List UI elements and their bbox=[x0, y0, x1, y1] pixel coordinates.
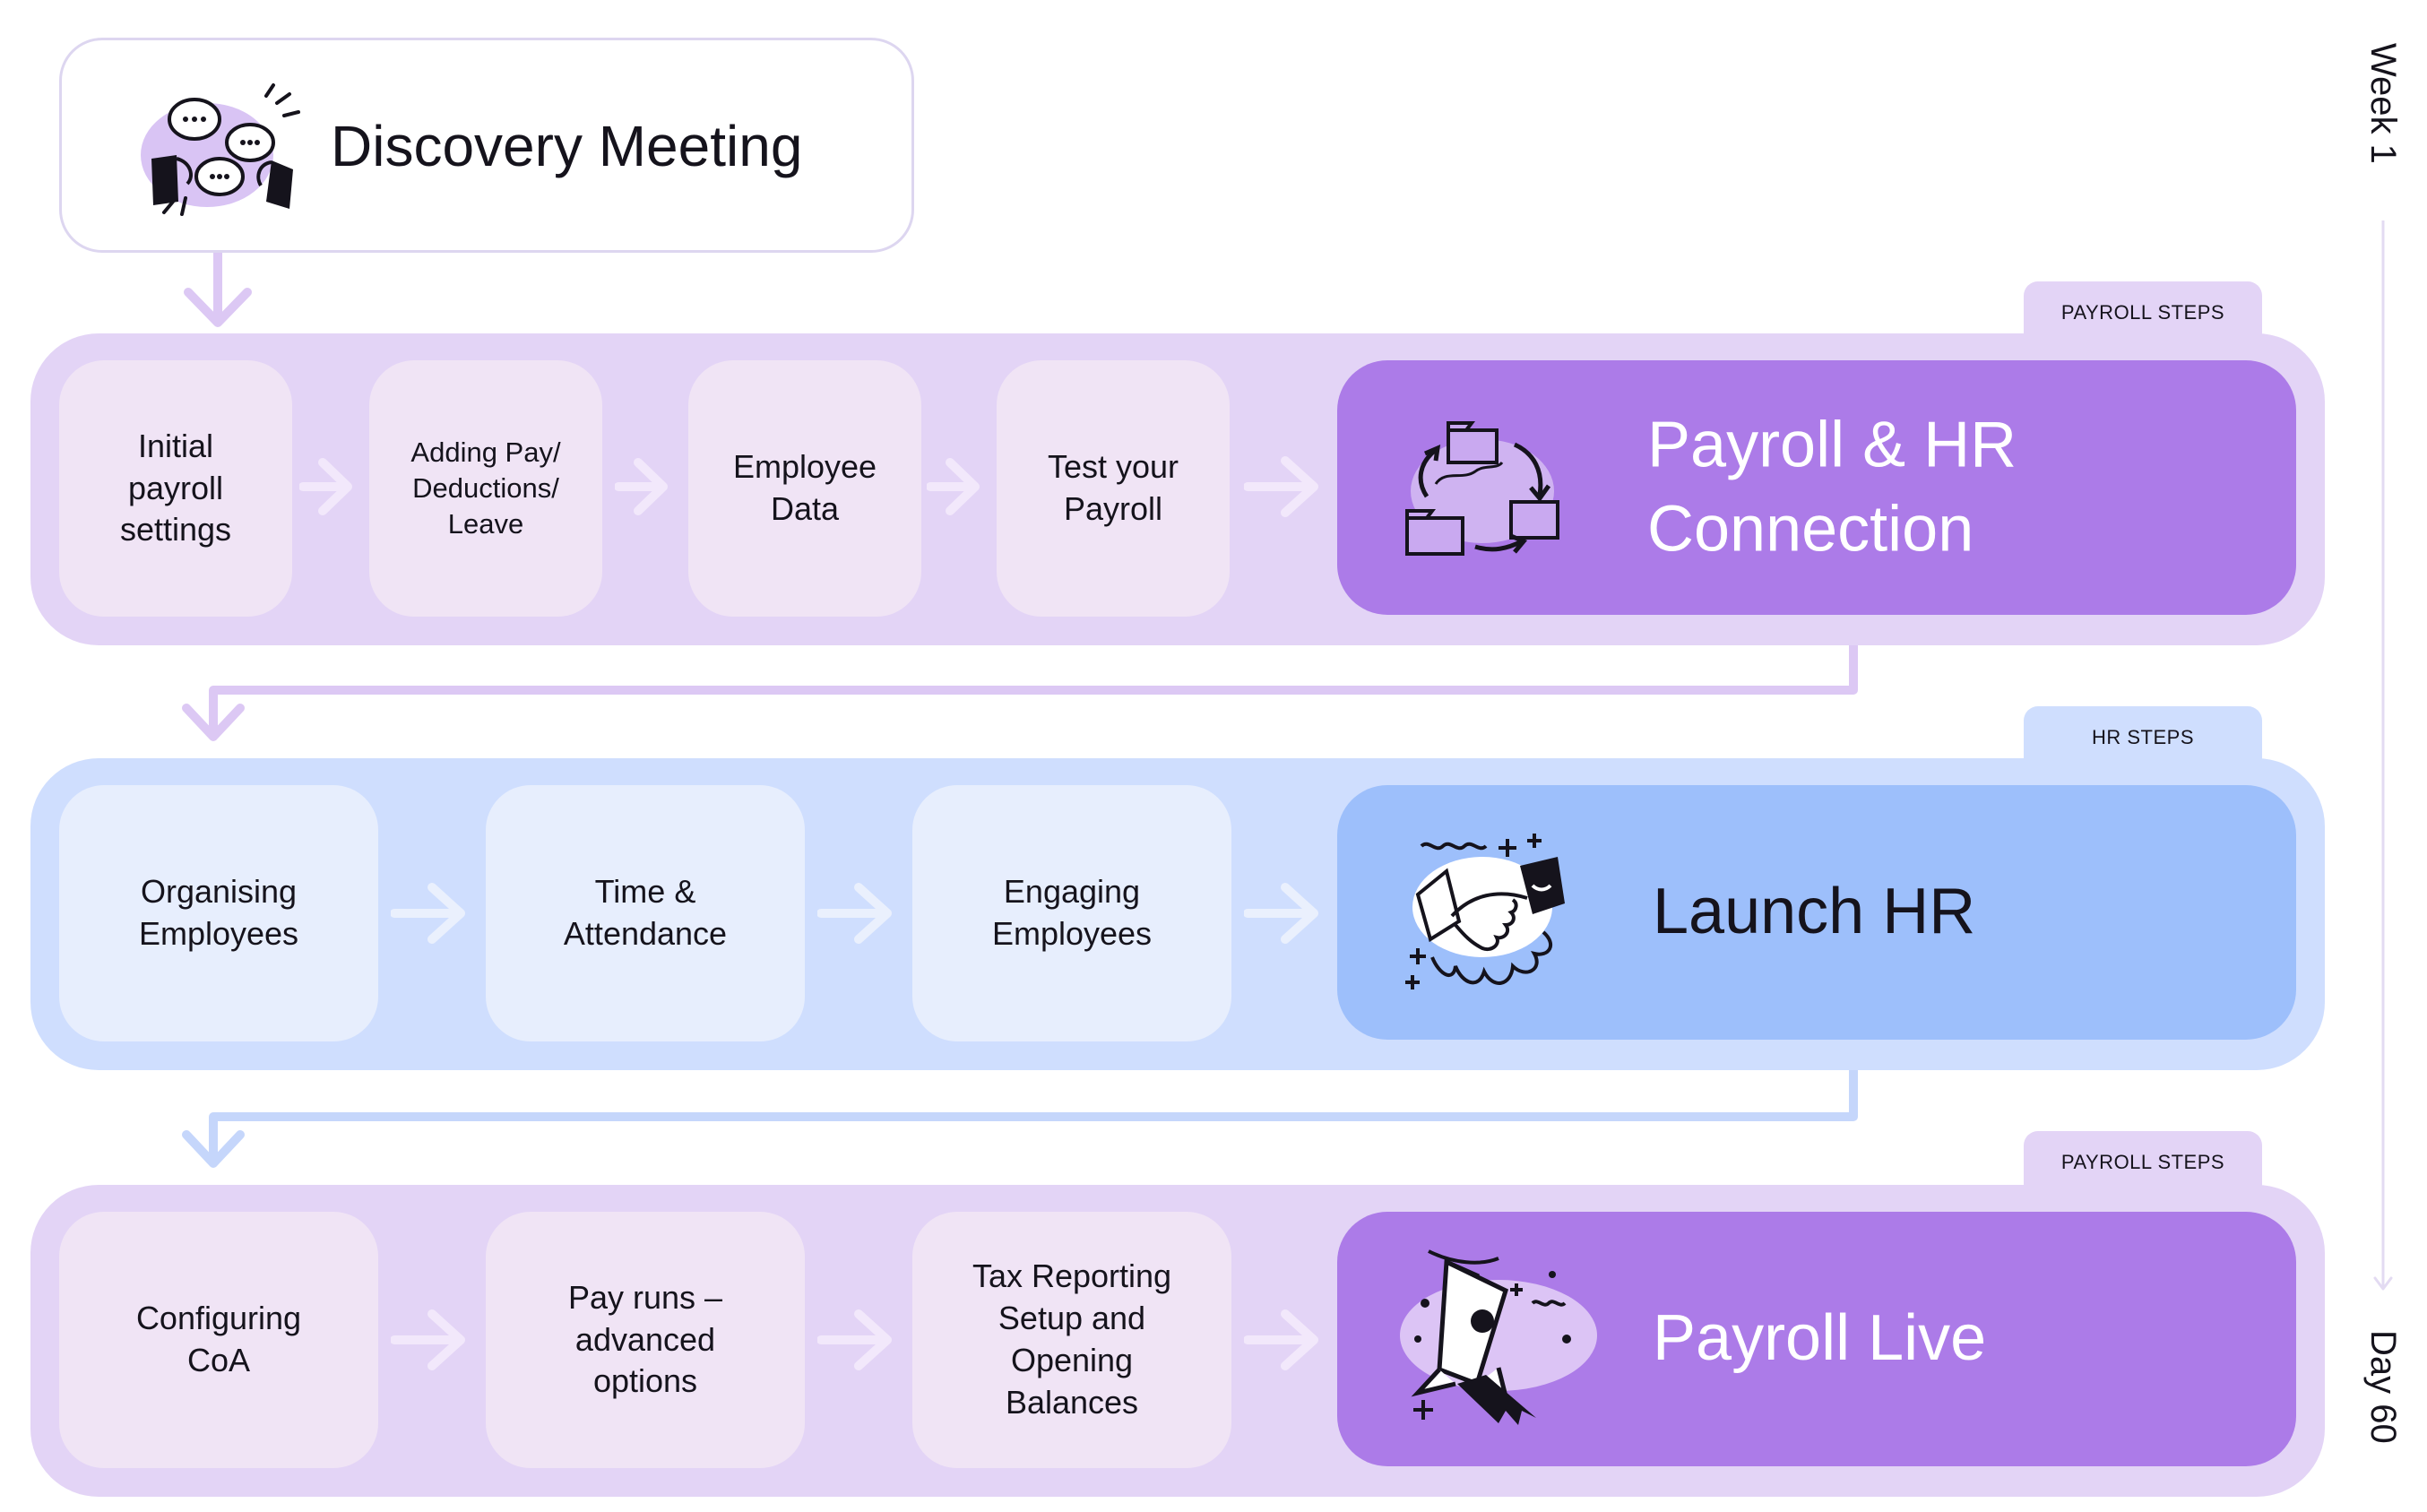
step-label: Pay runs – advanced options bbox=[567, 1278, 723, 1400]
speech-bubbles-hands-icon bbox=[141, 83, 300, 216]
step-label: Tax Reporting Setup and Opening Balances bbox=[972, 1257, 1172, 1421]
step-label: Configuring CoA bbox=[135, 1300, 302, 1378]
right-arrow-icon bbox=[391, 883, 465, 944]
discovery-meeting-title: Discovery Meeting bbox=[331, 114, 803, 178]
step-test-your-payroll: Test your Payroll bbox=[997, 360, 1230, 617]
step-label: Employee Data bbox=[732, 448, 877, 527]
step-engaging-employees: Engaging Employees bbox=[912, 785, 1231, 1041]
step-label: Time & Attendance bbox=[563, 873, 728, 952]
step-label: Engaging Employees bbox=[991, 873, 1153, 952]
timeline-end-label: Day 60 bbox=[2363, 1330, 2403, 1444]
right-arrow-icon bbox=[1244, 1309, 1318, 1370]
milestone-title: Payroll Live bbox=[1653, 1302, 1987, 1375]
step-organising-employees: Organising Employees bbox=[59, 785, 378, 1041]
step-pay-runs-advanced-options: Pay runs – advanced options bbox=[486, 1212, 805, 1468]
step-initial-payroll-settings: Initial payroll settings bbox=[59, 360, 292, 617]
milestone-title-line-1: Payroll & HR bbox=[1647, 409, 2017, 481]
discovery-meeting-card: Discovery Meeting bbox=[59, 38, 914, 253]
right-arrow-icon bbox=[615, 458, 668, 515]
right-arrow-icon bbox=[817, 1309, 892, 1370]
step-adding-pay-deductions-leave: Adding Pay/ Deductions/ Leave bbox=[369, 360, 602, 617]
connector-arrow bbox=[182, 1070, 1858, 1168]
step-label: Organising Employees bbox=[138, 873, 299, 952]
step-label: Test your Payroll bbox=[1047, 448, 1179, 527]
step-time-attendance: Time & Attendance bbox=[486, 785, 805, 1041]
right-arrow-icon bbox=[391, 1309, 465, 1370]
milestone-title-line-2: Connection bbox=[1647, 493, 1974, 565]
timeline-arrow bbox=[2373, 220, 2393, 1291]
handshake-icon bbox=[1405, 834, 1565, 989]
folders-cycle-icon bbox=[1405, 421, 1559, 556]
right-arrow-icon bbox=[299, 458, 352, 515]
right-arrow-icon bbox=[817, 883, 892, 944]
step-label: Adding Pay/ Deductions/ Leave bbox=[410, 436, 561, 540]
rocket-icon bbox=[1400, 1249, 1597, 1425]
milestone-payroll-hr-connection: Payroll & HR Connection bbox=[1337, 360, 2296, 615]
right-arrow-icon bbox=[927, 458, 980, 515]
section-3-tag: PAYROLL STEPS bbox=[2024, 1131, 2262, 1194]
connector-arrow bbox=[182, 645, 1858, 741]
milestone-launch-hr: Launch HR bbox=[1337, 785, 2296, 1040]
right-arrow-icon bbox=[1244, 883, 1318, 944]
step-label: Initial payroll settings bbox=[119, 427, 232, 549]
step-configuring-coa: Configuring CoA bbox=[59, 1212, 378, 1468]
down-arrow-icon bbox=[184, 253, 252, 327]
milestone-title: Launch HR bbox=[1653, 876, 1976, 948]
timeline-start-label: Week 1 bbox=[2363, 43, 2403, 164]
milestone-payroll-live: Payroll Live bbox=[1337, 1212, 2296, 1466]
step-tax-reporting-setup: Tax Reporting Setup and Opening Balances bbox=[912, 1212, 1231, 1468]
right-arrow-icon bbox=[1244, 456, 1318, 517]
step-employee-data: Employee Data bbox=[688, 360, 921, 617]
